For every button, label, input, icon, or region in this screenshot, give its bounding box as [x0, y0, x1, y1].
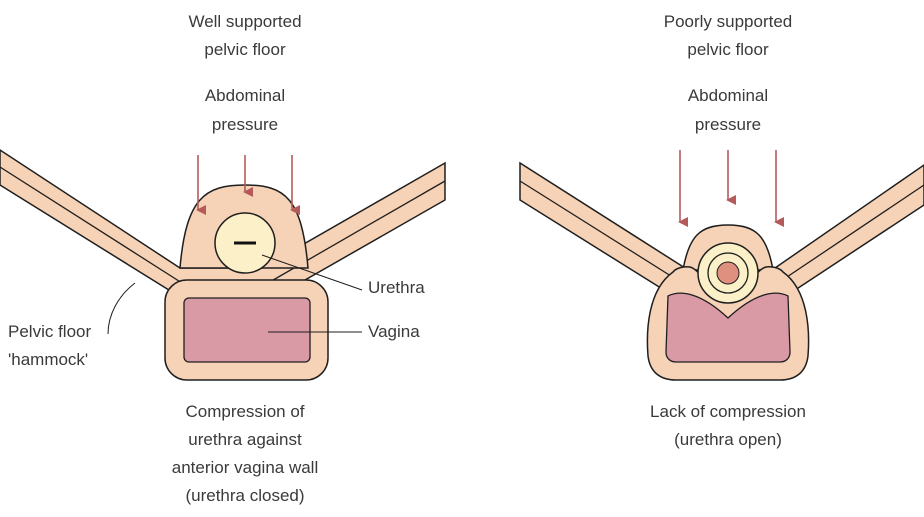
left-pressure-line2: pressure	[212, 113, 278, 137]
left-caption-line2: urethra against	[188, 428, 301, 452]
right-urethra-open-lumen	[717, 262, 739, 284]
left-caption-line4: (urethra closed)	[185, 484, 304, 508]
right-title-line1: Poorly supported	[664, 10, 793, 34]
left-title-line2: pelvic floor	[204, 38, 285, 62]
label-urethra: Urethra	[368, 276, 425, 300]
label-hammock-line2: 'hammock'	[8, 348, 88, 372]
left-caption-line3: anterior vagina wall	[172, 456, 318, 480]
right-pressure-line1: Abdominal	[688, 84, 768, 108]
left-diagram	[0, 150, 445, 380]
left-title-line1: Well supported	[188, 10, 301, 34]
right-pressure-line2: pressure	[695, 113, 761, 137]
right-caption-line1: Lack of compression	[650, 400, 806, 424]
left-pressure-line1: Abdominal	[205, 84, 285, 108]
label-vagina: Vagina	[368, 320, 420, 344]
label-hammock-line1: Pelvic floor	[8, 320, 91, 344]
right-diagram	[520, 150, 924, 380]
right-caption-line2: (urethra open)	[674, 428, 782, 452]
left-caption-line1: Compression of	[185, 400, 304, 424]
leader-hammock	[108, 283, 135, 334]
right-title-line2: pelvic floor	[687, 38, 768, 62]
left-vagina-lumen	[184, 298, 310, 362]
